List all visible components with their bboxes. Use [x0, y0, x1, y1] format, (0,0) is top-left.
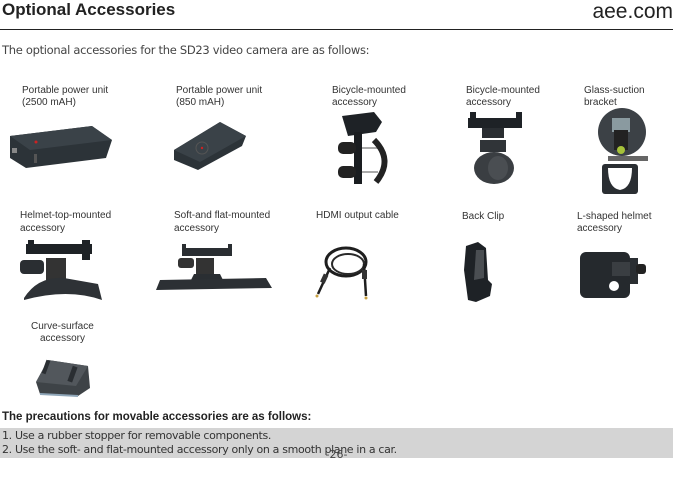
power-bank-small-icon	[174, 122, 246, 170]
hdmi-cable-icon	[315, 246, 368, 300]
accessory-label-line2: accessory	[466, 97, 512, 108]
accessory-label-line1: Portable power unit	[176, 85, 263, 96]
accessory-label-line2: accessory	[174, 223, 220, 234]
accessory-label-line1: HDMI output cable	[316, 210, 399, 221]
accessory-label-line2: (850 mAH)	[176, 97, 225, 108]
accessory-label-line1: Bicycle-mounted	[332, 85, 406, 96]
page-number: -26-	[325, 448, 348, 461]
intro-text: The optional accessories for the SD23 vi…	[2, 43, 370, 57]
accessory-label-line1: Curve-surface	[31, 321, 94, 332]
brand-logo: aee.com	[592, 0, 673, 23]
power-bank-large-icon	[10, 126, 112, 168]
flat-mount-icon	[156, 244, 272, 290]
helmet-mount-icon	[20, 240, 102, 300]
precautions-list: 1. Use a rubber stopper for removable co…	[0, 428, 673, 458]
bicycle-mount-icon	[338, 112, 388, 184]
accessory-label-line2: accessory	[40, 333, 86, 344]
precaution-item: 2. Use the soft- and flat-mounted access…	[2, 443, 397, 456]
page-title: Optional Accessories	[2, 0, 176, 19]
accessory-label-line1: Glass-suction	[584, 85, 645, 96]
accessory-label-line1: Helmet-top-mounted	[20, 210, 112, 221]
accessory-label-line1: Soft-and flat-mounted	[174, 210, 271, 221]
accessory-label-line2: (2500 mAH)	[22, 97, 76, 108]
header-divider	[0, 29, 673, 30]
accessory-label-line1: Back Clip	[462, 211, 505, 222]
l-helmet-mount-icon	[580, 252, 646, 298]
accessory-label-line2: bracket	[584, 97, 617, 108]
accessory-label-line2: accessory	[332, 97, 378, 108]
suction-cup-icon	[598, 108, 648, 194]
accessory-label-line2: accessory	[577, 223, 623, 234]
accessory-label-line1: Portable power unit	[22, 85, 109, 96]
accessory-label-line1: L-shaped helmet	[577, 211, 652, 222]
accessory-label-line1: Bicycle-mounted	[466, 85, 540, 96]
precautions-title: The precautions for movable accessories …	[2, 411, 312, 423]
accessory-label-line2: accessory	[20, 223, 66, 234]
back-clip-icon	[464, 242, 492, 302]
precaution-item: 1. Use a rubber stopper for removable co…	[2, 429, 272, 442]
curve-mount-icon	[36, 359, 90, 397]
bicycle-mount-round-icon	[468, 112, 522, 184]
